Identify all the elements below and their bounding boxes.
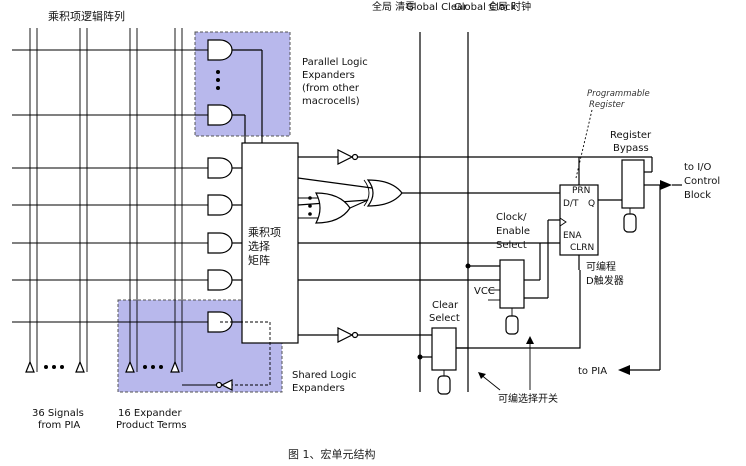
- xor-gate: [366, 179, 403, 207]
- shared-expander-label-2: Expanders: [292, 383, 345, 394]
- product-term-lines: [12, 49, 208, 323]
- clear-select-label-2: Select: [429, 313, 460, 324]
- output-arrow: [660, 180, 672, 190]
- expander-terms-label-2: Product Terms: [116, 420, 187, 431]
- register-bypass-mux: [621, 159, 645, 209]
- matrix-label-3: 矩阵: [248, 253, 270, 267]
- or-gate: [315, 192, 351, 224]
- and-gate: [207, 194, 233, 216]
- programmable-register: [559, 184, 599, 256]
- clock-enable-mux: [499, 259, 525, 309]
- pin-dt: D/T: [563, 199, 579, 209]
- pin-q: Q: [588, 199, 595, 209]
- and-gate: [207, 269, 233, 291]
- global-clock-en: Global Clock: [454, 2, 516, 13]
- global-clock-cn: 全局 时钟: [488, 0, 531, 13]
- array-title: 乘积项逻辑阵列: [48, 9, 125, 23]
- pin-ena: ENA: [563, 231, 582, 241]
- pin-prn: PRN: [572, 186, 590, 196]
- programmable-register-label-2: Register: [589, 100, 625, 110]
- clock-enable-label-2: Enable: [496, 226, 530, 237]
- clear-select-switch: [437, 375, 451, 395]
- register-bypass-label-2: Bypass: [613, 143, 649, 154]
- programmable-register-label-1: Programmable: [587, 89, 650, 99]
- to-io-label-3: Block: [684, 190, 711, 201]
- shared-expander-inverter: [220, 379, 233, 391]
- product-term-matrix: [241, 142, 299, 344]
- expander-terms-label-1: 16 Expander: [118, 408, 182, 419]
- pin-clrn: CLRN: [570, 243, 594, 253]
- to-io-label-2: Control: [684, 176, 720, 187]
- clock-enable-label-3: Select: [496, 240, 527, 251]
- programmable-switch-label: 可编选择开关: [498, 392, 558, 405]
- clock-enable-label-1: Clock/: [496, 212, 527, 223]
- to-pia-label: to PIA: [578, 366, 607, 377]
- and-gate: [207, 157, 233, 179]
- and-gates: [207, 39, 233, 333]
- clear-select-mux: [431, 327, 457, 371]
- to-io-label-1: to I/O: [684, 162, 712, 173]
- bottom-inverter: [337, 327, 354, 343]
- global-clear-cn: 全局 清零: [372, 0, 415, 13]
- parallel-expander-label-2: Expanders: [302, 70, 355, 81]
- ff-label-2: D触发器: [586, 274, 624, 287]
- figure-caption: 图 1、宏单元结构: [288, 447, 376, 461]
- parallel-expander-label-1: Parallel Logic: [302, 57, 368, 68]
- parallel-expander-label-3: (from other: [302, 83, 360, 94]
- and-gate: [207, 39, 233, 61]
- shared-expander-label-1: Shared Logic: [292, 370, 357, 381]
- register-bypass-label-1: Register: [610, 130, 652, 141]
- and-gate: [207, 232, 233, 254]
- parallel-expander-label-4: macrocells): [302, 96, 360, 107]
- vcc-label: VCC: [474, 286, 495, 297]
- global-clear-en: Global Clear: [406, 2, 468, 13]
- matrix-label-1: 乘积项: [248, 226, 281, 239]
- signals-label-2: from PIA: [38, 420, 80, 431]
- matrix-label-2: 选择: [248, 239, 270, 253]
- pia-signal-lines: [29, 28, 183, 372]
- top-inverter: [337, 149, 354, 165]
- signals-label-1: 36 Signals: [32, 408, 84, 419]
- pia-input-buffers: [25, 360, 180, 373]
- clear-select-label-1: Clear: [432, 300, 459, 311]
- bypass-select-switch: [623, 213, 637, 233]
- and-gate: [207, 104, 233, 126]
- clock-select-switch: [505, 315, 519, 335]
- ff-label-1: 可编程: [586, 260, 616, 273]
- to-pia-arrow: [618, 365, 630, 375]
